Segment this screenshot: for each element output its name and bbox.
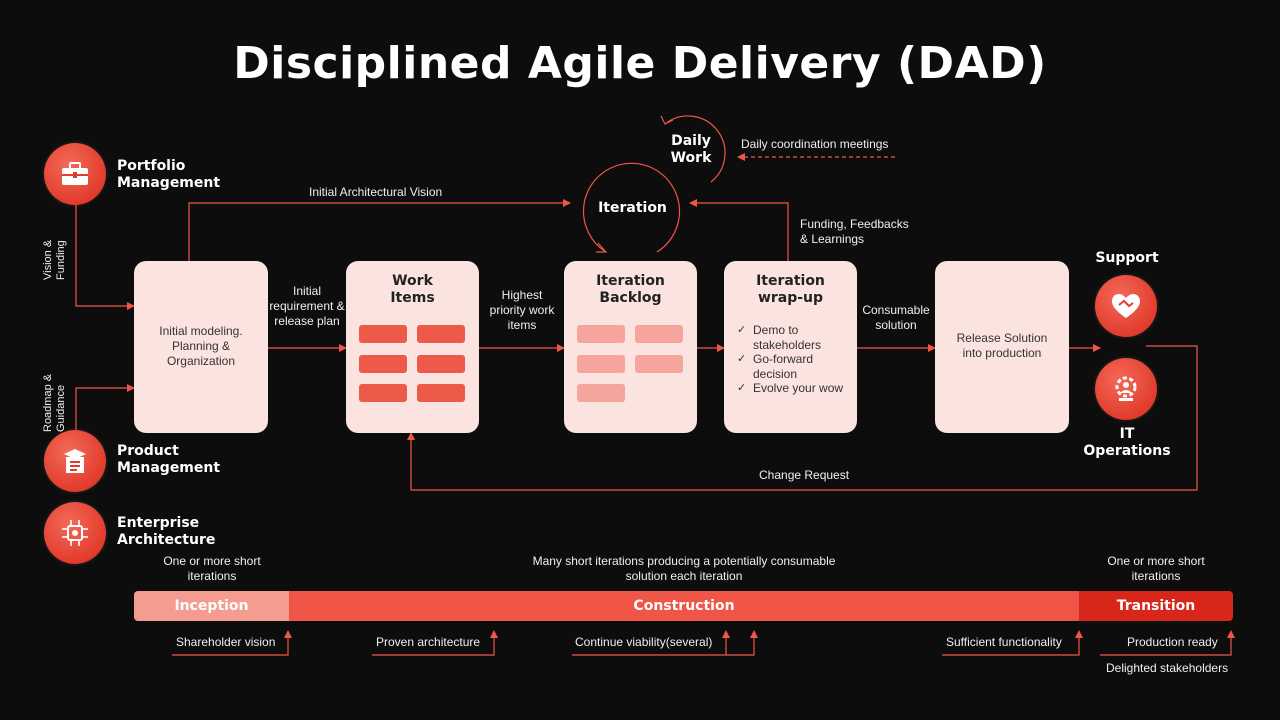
construction-note: Many short iterations producing a potent… <box>532 554 836 583</box>
inception-note: One or more short iterations <box>163 554 261 583</box>
wrapup-checklist: Demo to stakeholders Go-forward decision… <box>735 323 855 396</box>
funding-feedbacks-label: Funding, Feedbacks & Learnings <box>800 217 909 246</box>
enterprise-architecture-label: Enterprise Architecture <box>117 515 216 548</box>
backlog-item-chip <box>577 325 625 343</box>
checklist-item: Go-forward decision <box>735 352 855 381</box>
backlog-item-chip <box>577 355 625 373</box>
portfolio-management-label: Portfolio Management <box>117 158 221 191</box>
iteration-backlog-title: Iteration Backlog <box>596 273 665 306</box>
support-label: Support <box>1095 250 1159 266</box>
roadmap-guidance-label: Roadmap & Guidance <box>42 373 67 432</box>
iteration-wrapup-box: Iteration wrap-up Demo to stakeholders G… <box>724 261 857 433</box>
checklist-item: Evolve your wow <box>735 381 855 396</box>
checklist-item: Demo to stakeholders <box>735 323 855 352</box>
work-item-chip <box>359 325 407 343</box>
milestone-delighted-stakeholders: Delighted stakeholders <box>1106 661 1229 675</box>
transition-note: One or more short iterations <box>1107 554 1205 583</box>
gear-people-icon <box>1095 358 1157 420</box>
product-box-icon <box>44 430 106 492</box>
work-items-title: Work Items <box>390 273 435 306</box>
change-request-label: Change Request <box>759 468 850 482</box>
milestone-production-ready: Production ready <box>1127 635 1218 649</box>
milestone-shareholder-vision: Shareholder vision <box>176 635 276 649</box>
circuit-chip-icon <box>44 502 106 564</box>
work-item-chip <box>417 325 465 343</box>
work-item-chip <box>417 384 465 402</box>
work-item-chip <box>359 384 407 402</box>
iteration-label: Iteration <box>598 200 667 216</box>
initial-architectural-vision-label: Initial Architectural Vision <box>309 185 443 199</box>
work-item-chip <box>417 355 465 373</box>
product-management-label: Product Management <box>117 443 221 476</box>
backlog-item-chip <box>577 384 625 402</box>
iteration-backlog-box: Iteration Backlog <box>564 261 697 433</box>
it-operations-label: IT Operations <box>1083 426 1171 459</box>
initial-modeling-text: Initial modeling. Planning & Organizatio… <box>159 324 243 368</box>
backlog-item-chip <box>635 325 683 343</box>
highest-priority-label: Highest priority work items <box>489 288 555 332</box>
initial-modeling-box: Initial modeling. Planning & Organizatio… <box>134 261 268 433</box>
milestone-sufficient-functionality: Sufficient functionality <box>946 635 1062 649</box>
briefcase-icon <box>44 143 106 205</box>
page-title: Disciplined Agile Delivery (DAD) <box>233 38 1047 89</box>
transition-phase: Transition <box>1079 591 1233 621</box>
inception-phase: Inception <box>134 591 289 621</box>
release-solution-box: Release Solution into production <box>935 261 1069 433</box>
iteration-wrapup-title: Iteration wrap-up <box>756 273 825 306</box>
work-item-chip <box>359 355 407 373</box>
backlog-item-chip <box>635 355 683 373</box>
consumable-solution-label: Consumable solution <box>862 303 930 332</box>
milestone-continue-viability: Continue viability(several) <box>575 635 713 649</box>
construction-phase: Construction <box>289 591 1079 621</box>
work-items-box: Work Items <box>346 261 479 433</box>
handshake-heart-icon <box>1095 275 1157 337</box>
vision-funding-label: Vision & Funding <box>42 239 67 280</box>
daily-meetings-label: Daily coordination meetings <box>741 137 889 151</box>
daily-work-label: Daily Work <box>670 133 712 166</box>
release-solution-text: Release Solution into production <box>956 331 1048 360</box>
initial-requirement-label: Initial requirement & release plan <box>269 284 345 328</box>
milestone-proven-architecture: Proven architecture <box>376 635 481 649</box>
